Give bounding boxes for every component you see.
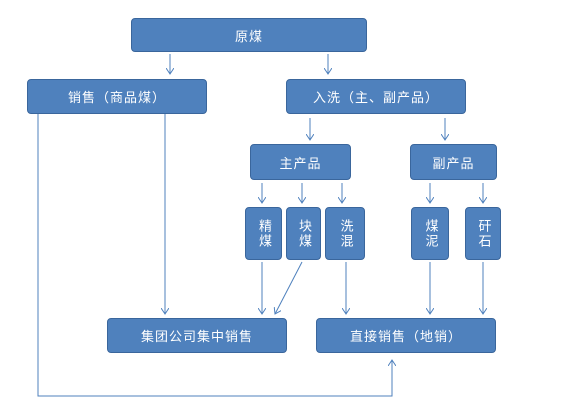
node-by-product-label: 副产品 — [432, 156, 475, 172]
node-sales-commercial: 销售（商品煤） — [27, 79, 207, 114]
node-group-sales: 集团公司集中销售 — [107, 318, 287, 353]
node-raw-coal-label: 原煤 — [234, 29, 263, 45]
node-lump-coal-label: 块煤 — [296, 218, 311, 249]
node-main-product-label: 主产品 — [279, 156, 322, 172]
node-gangue-label: 矸石 — [475, 218, 491, 249]
arrow-sales-bypass-to-direct — [37, 114, 392, 397]
arrow-lump-to-group — [275, 261, 303, 314]
node-coal-slime: 煤泥 — [411, 207, 449, 260]
node-direct-sales-label: 直接销售（地销） — [349, 330, 462, 345]
node-by-product: 副产品 — [410, 144, 497, 180]
node-lump-coal: 块煤 — [286, 207, 321, 260]
node-raw-coal: 原煤 — [131, 18, 367, 52]
node-washed-mixed: 洗混 — [325, 207, 365, 260]
node-clean-coal-label: 精煤 — [256, 218, 271, 249]
node-clean-coal: 精煤 — [245, 207, 282, 260]
node-sales-commercial-label: 销售（商品煤） — [67, 91, 166, 106]
node-main-product: 主产品 — [250, 144, 351, 180]
node-direct-sales: 直接销售（地销） — [316, 318, 496, 353]
node-gangue: 矸石 — [465, 207, 501, 260]
node-washing: 入洗（主、副产品） — [286, 79, 466, 114]
node-washed-mixed-label: 洗混 — [337, 218, 353, 249]
node-coal-slime-label: 煤泥 — [422, 218, 438, 249]
node-group-sales-label: 集团公司集中销售 — [140, 330, 253, 345]
node-washing-label: 入洗（主、副产品） — [312, 91, 439, 106]
